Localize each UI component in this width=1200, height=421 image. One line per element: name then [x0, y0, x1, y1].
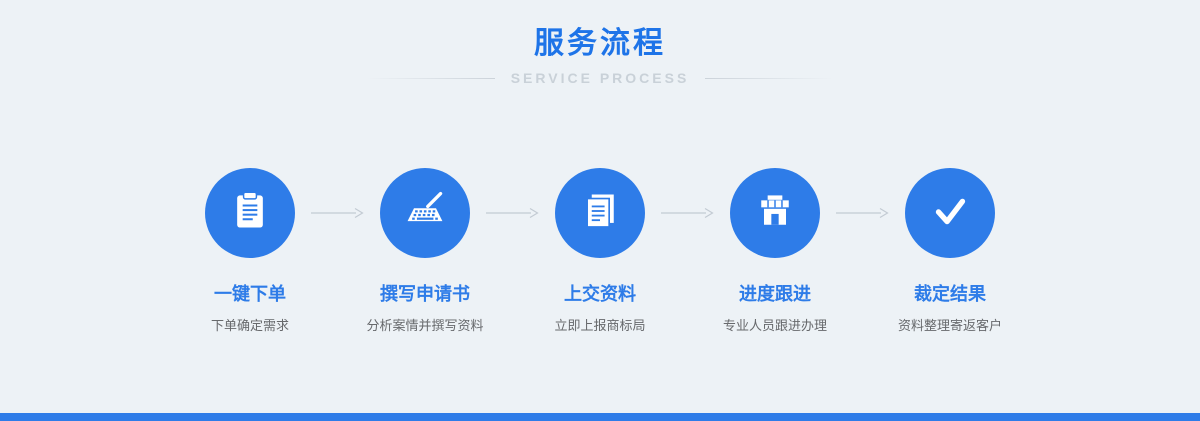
section-header: 服务流程 SERVICE PROCESS — [0, 0, 1200, 86]
step-order: 一键下单 下单确定需求 — [190, 168, 310, 334]
step-circle — [555, 168, 645, 258]
arrow-right-icon — [485, 207, 540, 219]
step-title: 撰写申请书 — [380, 284, 470, 304]
step-description: 资料整理寄返客户 — [897, 318, 1002, 333]
arrow-right-icon — [835, 207, 890, 219]
decorative-line-right — [705, 77, 834, 79]
step-description: 下单确定需求 — [210, 318, 289, 333]
step-description: 专业人员跟进办理 — [722, 318, 827, 333]
step-circle — [380, 168, 470, 258]
bottom-accent-bar — [0, 413, 1200, 421]
process-steps: 一键下单 下单确定需求 — [0, 168, 1200, 334]
step-circle — [730, 168, 820, 258]
checkmark-icon — [927, 188, 973, 239]
subtitle-row: SERVICE PROCESS — [0, 70, 1200, 86]
step-ruling-result: 裁定结果 资料整理寄返客户 — [890, 168, 1010, 334]
step-description: 立即上报商标局 — [554, 318, 646, 333]
step-write-application: 撰写申请书 分析案情并撰写资料 — [365, 168, 485, 334]
decorative-line-left — [366, 77, 495, 79]
step-circle — [205, 168, 295, 258]
step-submit-documents: 上交资料 立即上报商标局 — [540, 168, 660, 334]
step-title: 一键下单 — [214, 284, 286, 304]
step-title: 裁定结果 — [914, 284, 986, 304]
arrow-right-icon — [660, 207, 715, 219]
page-title: 服务流程 — [534, 27, 666, 60]
step-circle — [905, 168, 995, 258]
arrow-right-icon — [310, 207, 365, 219]
clipboard-order-icon — [228, 189, 272, 238]
step-description: 分析案情并撰写资料 — [366, 318, 484, 333]
step-title: 上交资料 — [564, 284, 636, 304]
page-subtitle: SERVICE PROCESS — [510, 70, 690, 86]
documents-icon — [578, 189, 622, 238]
storefront-icon — [753, 189, 797, 238]
keyboard-writing-icon — [403, 189, 447, 238]
step-title: 进度跟进 — [739, 284, 811, 304]
step-progress-follow-up: 进度跟进 专业人员跟进办理 — [715, 168, 835, 334]
